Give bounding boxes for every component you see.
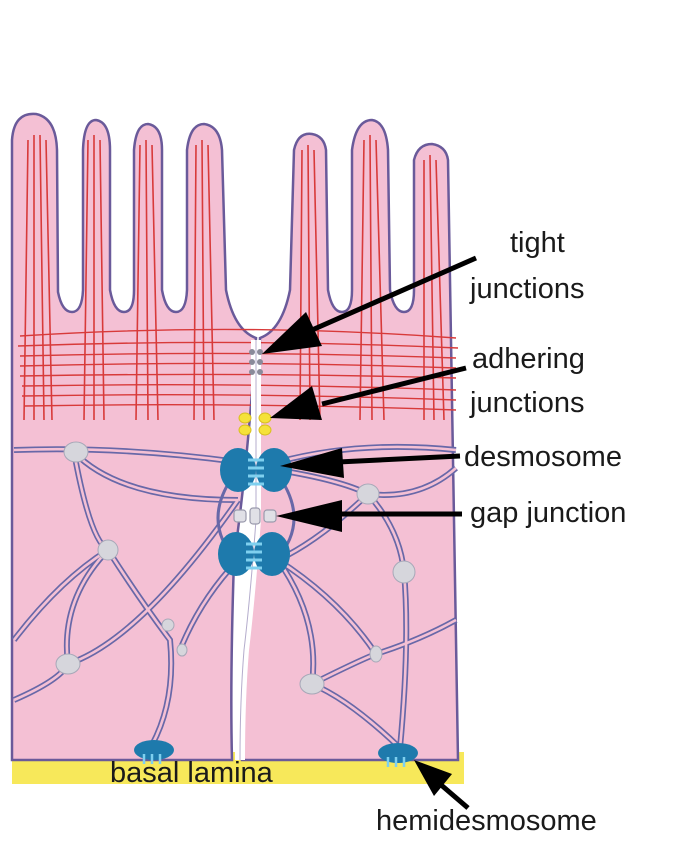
gap-junction	[233, 507, 277, 525]
arrow-hemidesmosome	[414, 760, 470, 810]
label-desmosome: desmosome	[464, 441, 622, 473]
adhering-junction	[238, 412, 272, 436]
tight-junction	[249, 349, 263, 375]
arrow-adhering-junctions	[270, 365, 467, 420]
label-gap-junction: gap junction	[470, 497, 626, 529]
filament-nodes	[55, 441, 416, 695]
label-tight-junctions: junctions	[469, 273, 584, 305]
label-adhering-junctions: junctions	[469, 387, 584, 419]
hemidesmosome-right	[378, 743, 418, 767]
desmosome-lower	[218, 532, 290, 576]
arrow-desmosome	[280, 448, 461, 478]
label-tight: tight	[510, 227, 565, 259]
label-hemidesmosome: hemidesmosome	[376, 805, 597, 837]
left-cell	[10, 112, 258, 762]
hemidesmosome-left	[134, 740, 174, 764]
arrow-tight-junctions	[262, 255, 478, 354]
desmosome-upper	[220, 448, 292, 492]
terminal-web	[17, 328, 459, 411]
arrow-gap-junction	[276, 500, 462, 532]
label-adhering: adhering	[472, 343, 585, 375]
label-basal-lamina: basal lamina	[110, 757, 274, 789]
